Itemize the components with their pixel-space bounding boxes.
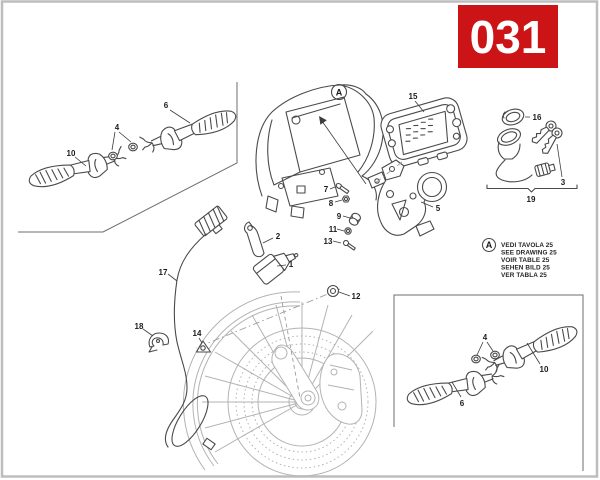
inset-front-signals: 4 6 10 bbox=[26, 101, 241, 198]
part-label-7: 7 bbox=[324, 185, 329, 194]
part-label-12: 12 bbox=[352, 292, 361, 301]
sensor-harness-group: 2 1 17 18 14 bbox=[135, 205, 299, 451]
note-line-en: SEE DRAWING 25 bbox=[501, 250, 557, 257]
part-label-14: 14 bbox=[193, 329, 202, 338]
speed-sensor-art bbox=[252, 252, 299, 285]
instrument-cluster-art bbox=[380, 97, 468, 167]
signal-nut-art bbox=[108, 151, 118, 161]
assembly-a-marker: A bbox=[336, 88, 343, 98]
divider-topleft bbox=[18, 82, 238, 233]
part-label-6: 6 bbox=[164, 101, 169, 110]
part-label-10: 10 bbox=[67, 149, 76, 158]
note-line-es: VER TABLA 25 bbox=[501, 272, 547, 279]
part-label-19: 19 bbox=[527, 195, 536, 204]
part-label-9: 9 bbox=[337, 212, 342, 221]
fastener-stack: 7 8 9 11 13 bbox=[324, 182, 362, 251]
note-line-it: VEDI TAVOLA 25 bbox=[501, 242, 553, 249]
front-wheel-art bbox=[182, 291, 377, 477]
part-label-17: 17 bbox=[159, 268, 168, 277]
divider-bottomright bbox=[393, 294, 584, 471]
reference-note: A VEDI TAVOLA 25 SEE DRAWING 25 VOIR TAB… bbox=[481, 237, 557, 279]
signal-nut-art bbox=[128, 142, 138, 152]
part-label-5: 5 bbox=[436, 204, 441, 213]
note-line-de: SEHEN BILD 25 bbox=[501, 265, 550, 272]
signal-nut-art bbox=[471, 354, 481, 364]
part-label-13: 13 bbox=[324, 237, 333, 246]
arrowhead-icon bbox=[319, 116, 327, 125]
part-label-4: 4 bbox=[115, 123, 120, 132]
lock-kit-group: 16 3 19 bbox=[486, 108, 578, 204]
part-label-8: 8 bbox=[329, 199, 334, 208]
cable-connector-art bbox=[194, 205, 228, 237]
note-marker: A bbox=[486, 240, 493, 250]
assembly-a-callout: A bbox=[319, 83, 367, 185]
table-number-plate: 031 bbox=[458, 5, 558, 68]
headlight-fairing-art bbox=[255, 84, 387, 219]
turn-signal-6-art bbox=[137, 106, 241, 160]
signal-nut-art bbox=[490, 350, 500, 360]
part-label-3: 3 bbox=[561, 178, 566, 187]
note-line-fr: VOIR TABLE 25 bbox=[501, 257, 550, 264]
part-label-18: 18 bbox=[135, 322, 144, 331]
part-label-1: 1 bbox=[289, 260, 294, 269]
grommet-12-art bbox=[326, 284, 340, 298]
part-label-15: 15 bbox=[409, 92, 418, 101]
inset-rear-signals: 4 10 6 bbox=[404, 322, 583, 416]
part-label-6: 6 bbox=[460, 399, 465, 408]
part-label-11: 11 bbox=[329, 225, 338, 234]
part-label-4: 4 bbox=[483, 333, 488, 342]
part-label-16: 16 bbox=[533, 113, 542, 122]
part-label-2: 2 bbox=[276, 232, 281, 241]
part-label-10: 10 bbox=[540, 365, 549, 374]
table-number: 031 bbox=[470, 11, 547, 63]
cluster-bracket-art bbox=[377, 159, 448, 237]
